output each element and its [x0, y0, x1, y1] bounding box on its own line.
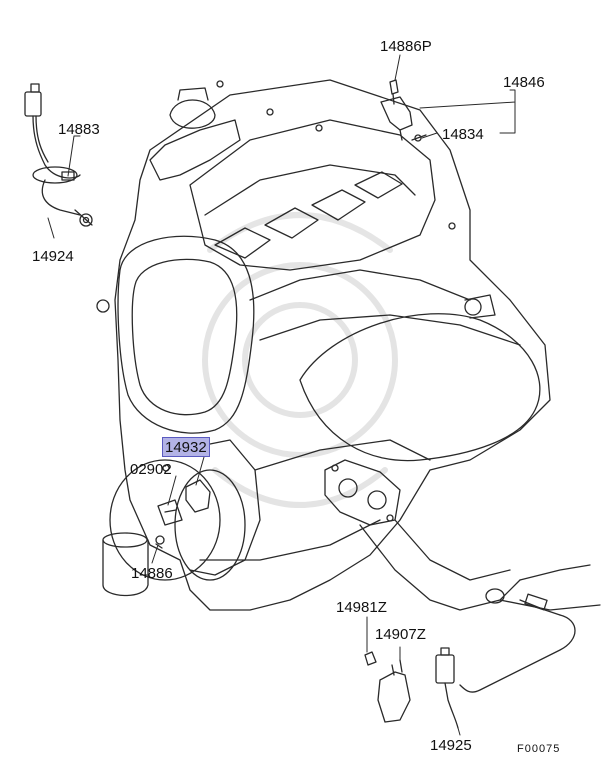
part-label-14883[interactable]: 14883	[58, 121, 100, 138]
watermark-emblem	[202, 212, 398, 508]
engine-block	[96, 79, 551, 611]
part-label-14886P[interactable]: 14886P	[380, 38, 432, 55]
figure-code: F00075	[517, 743, 561, 755]
part-label-14834[interactable]: 14834	[442, 126, 484, 143]
exhaust-manifold	[324, 459, 601, 611]
part-label-14924[interactable]: 14924	[32, 248, 74, 265]
part-label-14981Z[interactable]: 14981Z	[336, 599, 387, 616]
leader-lines	[47, 54, 516, 736]
part-label-14886[interactable]: 14886	[131, 565, 173, 582]
part-label-14907Z[interactable]: 14907Z	[375, 626, 426, 643]
part-label-14932-highlighted[interactable]: 14932	[162, 437, 210, 457]
oxygen-sensor-harness	[435, 593, 576, 729]
part-label-14925[interactable]: 14925	[430, 737, 472, 754]
sensor-bracket	[364, 651, 411, 723]
cam-sensor-assembly	[380, 79, 427, 142]
part-label-02902[interactable]: 02902	[130, 461, 172, 478]
crank-pulley	[102, 459, 246, 597]
knock-sensor-harness	[24, 83, 93, 227]
part-label-14846[interactable]: 14846	[503, 74, 545, 91]
